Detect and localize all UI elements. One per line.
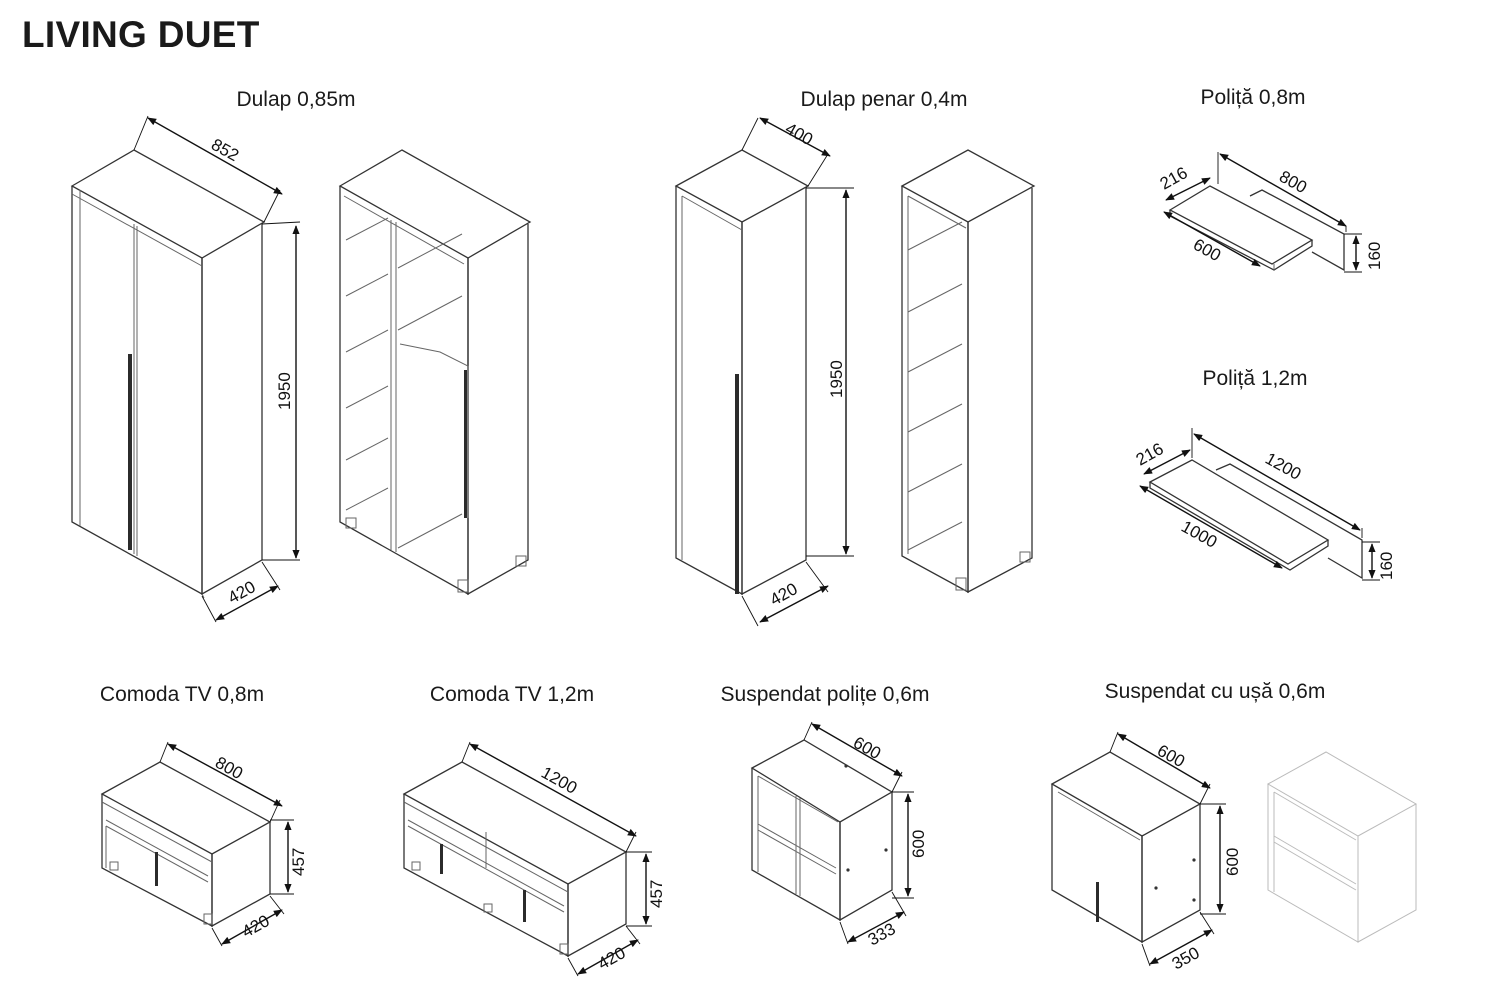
polita-08-shelf-length-text: 600 — [1190, 235, 1224, 265]
suspendat-usa-closed — [1050, 751, 1202, 944]
comoda-12-shape — [402, 761, 628, 958]
dulap-085-dim-height: 1950 — [261, 221, 301, 561]
dulap-penar-width-text: 400 — [782, 119, 816, 149]
comoda-12-dim-width: 1200 — [461, 741, 637, 853]
page-title: LIVING DUET — [22, 14, 260, 55]
label-comoda-08: Comoda TV 0,8m — [99, 683, 265, 706]
suspendat-polite-dim-height: 600 — [892, 791, 928, 899]
label-comoda-12: Comoda TV 1,2m — [429, 683, 595, 706]
polita-12-shelf-length-text: 1000 — [1178, 517, 1220, 552]
comoda-08-dim-depth: 420 — [211, 895, 285, 947]
label-polita-08: Poliță 0,8m — [1200, 86, 1306, 109]
polita-08-dim-shelf: 600 — [1163, 211, 1261, 267]
comoda-12-height-text: 457 — [647, 880, 666, 908]
suspendat-polite-width-text: 600 — [850, 733, 884, 763]
dulap-085-dim-width: 852 — [133, 115, 283, 223]
suspendat-polite-dim-width: 600 — [803, 721, 903, 793]
comoda-08-height-text: 457 — [289, 848, 308, 876]
polita-08-height-text: 160 — [1365, 242, 1384, 270]
comoda-12-dim-depth: 420 — [567, 925, 641, 977]
suspendat-polite-shape — [750, 739, 894, 922]
label-suspendat-usa: Suspendat cu ușă 0,6m — [1104, 680, 1326, 703]
polita-12-height-text: 160 — [1377, 552, 1396, 580]
comoda-08-dim-height: 457 — [270, 819, 308, 895]
dulap-penar-open — [900, 149, 1036, 594]
polita-08-shape — [1168, 185, 1345, 272]
dulap-085-open — [338, 149, 532, 596]
dulap-penar-depth-text: 420 — [767, 579, 801, 609]
suspendat-usa-open — [1266, 751, 1418, 943]
polita-08-dim-depth: 216 — [1157, 163, 1211, 201]
dulap-085-height-text: 1950 — [275, 372, 294, 410]
label-dulap-085: Dulap 0,85m — [236, 88, 356, 111]
dulap-penar-height-text: 1950 — [827, 360, 846, 398]
comoda-12-width-text: 1200 — [538, 763, 580, 798]
suspendat-usa-dim-width: 600 — [1109, 731, 1211, 805]
comoda-12-dim-height: 457 — [626, 851, 666, 927]
polita-08-dim-height: 160 — [1344, 233, 1384, 273]
label-dulap-penar: Dulap penar 0,4m — [800, 88, 968, 111]
suspendat-polite-depth-text: 333 — [865, 919, 899, 949]
suspendat-polite-height-text: 600 — [909, 830, 928, 858]
comoda-08-dim-width: 800 — [159, 741, 283, 823]
dulap-085-width-text: 852 — [208, 135, 242, 165]
comoda-08-shape — [100, 761, 272, 928]
label-suspendat-polite: Suspendat polițe 0,6m — [720, 683, 930, 706]
dulap-penar-handle — [735, 374, 739, 594]
polita-12-length-text: 1200 — [1262, 449, 1304, 484]
dulap-penar-dim-height: 1950 — [806, 187, 854, 557]
dulap-085-depth-text: 420 — [225, 577, 259, 607]
polita-12-dim-depth: 216 — [1133, 439, 1191, 475]
comoda-08-depth-text: 420 — [239, 911, 273, 941]
dulap-penar-closed — [674, 149, 810, 596]
polita-12-dim-height: 160 — [1362, 541, 1396, 581]
suspendat-usa-depth-text: 350 — [1169, 943, 1203, 973]
dulap-085-closed — [70, 149, 266, 599]
polita-12-dim-shelf: 1000 — [1139, 485, 1283, 569]
suspendat-usa-dim-depth: 350 — [1141, 911, 1215, 973]
suspendat-usa-dim-height: 600 — [1200, 803, 1242, 915]
polita-12-shape — [1148, 459, 1363, 580]
dulap-085-handle — [128, 354, 132, 550]
suspendat-usa-height-text: 600 — [1223, 848, 1242, 876]
label-polita-12: Poliță 1,2m — [1202, 367, 1308, 390]
dulap-penar-dim-width: 400 — [741, 117, 831, 187]
polita-08-dim-length: 800 — [1217, 152, 1347, 232]
polita-08-shelf-depth-text: 216 — [1157, 163, 1191, 193]
comoda-08-width-text: 800 — [212, 753, 246, 783]
dulap-085-dim-depth: 420 — [201, 561, 281, 623]
polita-08-length-text: 800 — [1276, 167, 1310, 197]
suspendat-usa-width-text: 600 — [1154, 741, 1188, 771]
